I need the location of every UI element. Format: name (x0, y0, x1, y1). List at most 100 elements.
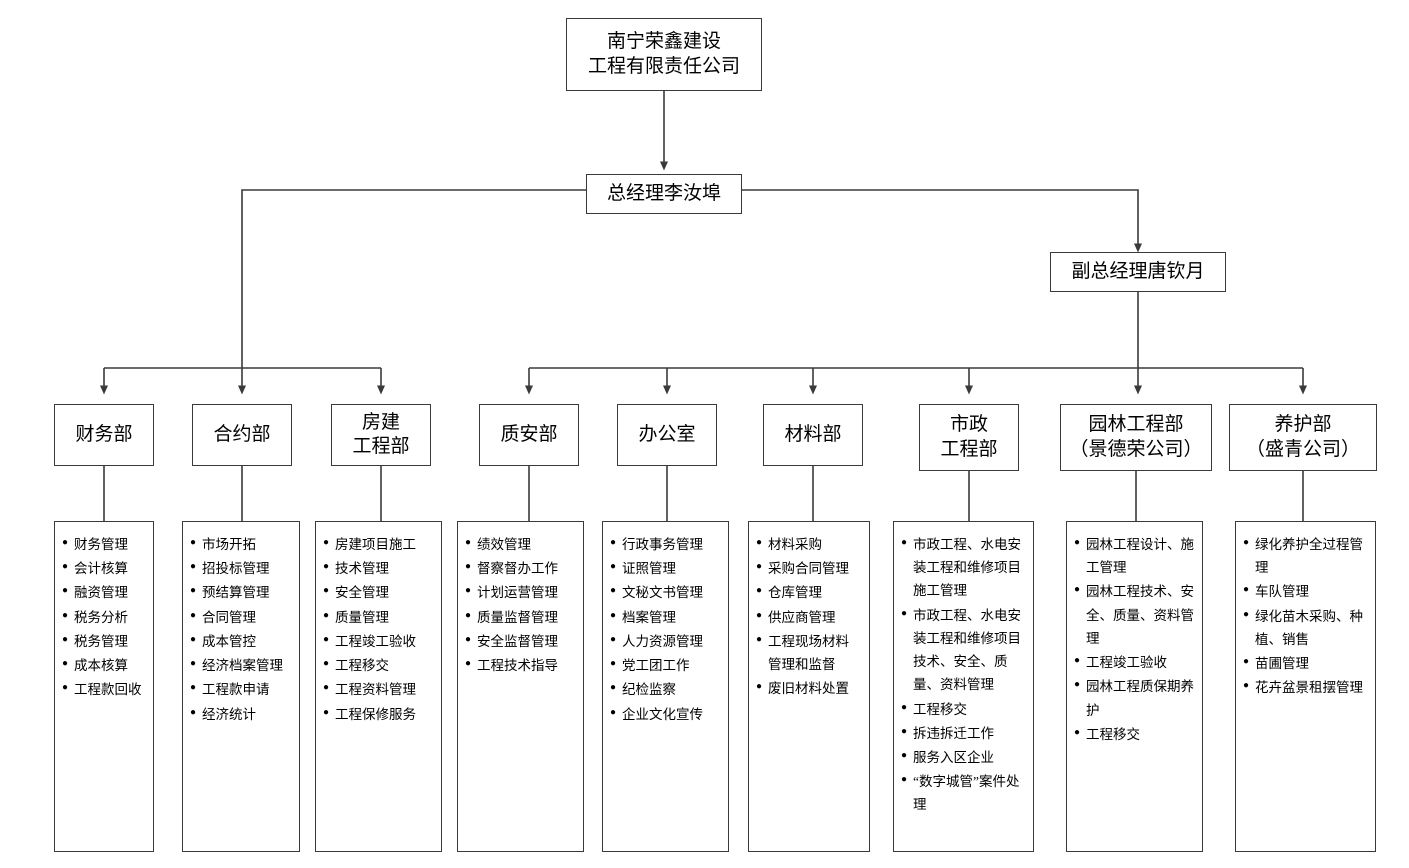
duty-item: ●采购合同管理 (756, 557, 862, 580)
duty-item: ●工程保修服务 (323, 703, 434, 726)
bullet-icon: ● (190, 537, 197, 548)
bullet-icon: ● (62, 658, 69, 670)
duties-box-quality-safety[interactable]: ●绩效管理 ●督察督办工作 ●计划运营管理 ●质量监督管理 ●安全监督管理 ●工… (457, 521, 584, 852)
duty-item: ●花卉盆景租摆管理 (1243, 676, 1368, 699)
duties-box-municipal-engineering[interactable]: ●市政工程、水电安装工程和维修项目施工管理 ●市政工程、水电安装工程和维修项目技… (893, 521, 1034, 852)
node-department-materials[interactable]: 材料部 (763, 404, 863, 466)
bullet-icon: ● (323, 537, 330, 548)
duty-item: ●服务入区企业 (901, 746, 1026, 769)
bullet-icon: ● (62, 585, 69, 597)
duty-item: ●工程资料管理 (323, 678, 434, 701)
duty-item: ●经济统计 (190, 703, 292, 726)
department-title-line: 合约部 (213, 423, 271, 445)
bullet-icon: ● (901, 537, 908, 548)
bullet-icon: ● (1243, 608, 1250, 620)
duty-item: ●财务管理 (62, 533, 146, 556)
node-department-municipal-engineering[interactable]: 市政 工程部 (919, 404, 1019, 471)
node-deputy-general-manager[interactable]: 副总经理唐钦月 (1050, 252, 1226, 292)
duty-item: ●市政工程、水电安装工程和维修项目施工管理 (901, 533, 1026, 603)
company-name-line-2: 工程有限责任公司 (587, 55, 740, 77)
bullet-icon: ● (465, 537, 472, 548)
bullet-icon: ● (190, 706, 197, 718)
duty-item: ●质量监督管理 (465, 606, 576, 629)
node-department-finance[interactable]: 财务部 (54, 404, 154, 466)
duty-item: ●苗圃管理 (1243, 652, 1368, 675)
general-manager-label: 总经理李汝埠 (606, 182, 721, 204)
bullet-icon: ● (190, 561, 197, 573)
duty-item: ●证照管理 (610, 557, 721, 580)
duty-item: ●市政工程、水电安装工程和维修项目技术、安全、质量、资料管理 (901, 604, 1026, 697)
duties-list: ●园林工程设计、施工管理 ●园林工程技术、安全、质量、资料管理 ●工程竣工验收 … (1074, 533, 1195, 746)
duty-item: ●工程移交 (323, 654, 434, 677)
department-title-line: 工程部 (352, 436, 410, 457)
duties-box-maintenance[interactable]: ●绿化养护全过程管理 ●车队管理 ●绿化苗木采购、种植、销售 ●苗圃管理 ●花卉… (1235, 521, 1376, 852)
bullet-icon: ● (190, 585, 197, 597)
duties-list: ●绩效管理 ●督察督办工作 ●计划运营管理 ●质量监督管理 ●安全监督管理 ●工… (465, 533, 576, 677)
duty-item: ●招投标管理 (190, 557, 292, 580)
duties-list: ●市场开拓 ●招投标管理 ●预结算管理 ●合同管理 ●成本管控 ●经济档案管理 … (190, 533, 292, 726)
duties-box-materials[interactable]: ●材料采购 ●采购合同管理 ●仓库管理 ●供应商管理 ●工程现场材料管理和监督 … (748, 521, 870, 852)
bullet-icon: ● (756, 585, 763, 597)
duty-item: ●预结算管理 (190, 581, 292, 604)
duty-item: ●仓库管理 (756, 581, 862, 604)
bullet-icon: ● (323, 706, 330, 718)
deputy-general-manager-label: 副总经理唐钦月 (1071, 260, 1205, 282)
department-title-line: 园林工程部 (1088, 414, 1184, 436)
bullet-icon: ● (1243, 584, 1250, 596)
node-department-building-engineering[interactable]: 房建 工程部 (331, 404, 431, 466)
duty-item: ●融资管理 (62, 581, 146, 604)
duty-item: ●税务分析 (62, 606, 146, 629)
bullet-icon: ● (756, 609, 763, 621)
bullet-icon: ● (756, 561, 763, 573)
bullet-icon: ● (610, 682, 617, 694)
company-name-line-1: 南宁荣鑫建设 (606, 31, 721, 53)
department-title-line: 质安部 (500, 423, 558, 445)
node-company-root[interactable]: 南宁荣鑫建设 工程有限责任公司 (566, 18, 762, 91)
bullet-icon: ● (465, 633, 472, 645)
bullet-icon: ● (610, 585, 617, 597)
duty-item: ●拆违拆迁工作 (901, 722, 1026, 745)
duties-list: ●行政事务管理 ●证照管理 ●文秘文书管理 ●档案管理 ●人力资源管理 ●党工团… (610, 533, 721, 726)
bullet-icon: ● (62, 537, 69, 548)
duty-item: ●工程移交 (901, 698, 1026, 721)
duty-item: ●党工团工作 (610, 654, 721, 677)
node-department-office[interactable]: 办公室 (617, 404, 717, 466)
bullet-icon: ● (62, 609, 69, 621)
bullet-icon: ● (190, 609, 197, 621)
duties-box-contract[interactable]: ●市场开拓 ●招投标管理 ●预结算管理 ●合同管理 ●成本管控 ●经济档案管理 … (182, 521, 300, 852)
duty-item: ●经济档案管理 (190, 654, 292, 677)
bullet-icon: ● (756, 537, 763, 548)
duty-item: ●合同管理 (190, 606, 292, 629)
duties-box-office[interactable]: ●行政事务管理 ●证照管理 ●文秘文书管理 ●档案管理 ●人力资源管理 ●党工团… (602, 521, 729, 852)
department-title-line: 市政 (949, 414, 988, 436)
duty-item: ●车队管理 (1243, 580, 1368, 603)
bullet-icon: ● (323, 682, 330, 694)
duty-item: ●工程移交 (1074, 723, 1195, 746)
duties-box-building-engineering[interactable]: ●房建项目施工 ●技术管理 ●安全管理 ●质量管理 ●工程竣工验收 ●工程移交 … (315, 521, 442, 852)
node-department-contract[interactable]: 合约部 (192, 404, 292, 466)
department-title-line: 办公室 (638, 423, 696, 445)
duties-box-landscape-engineering[interactable]: ●园林工程设计、施工管理 ●园林工程技术、安全、质量、资料管理 ●工程竣工验收 … (1066, 521, 1203, 852)
bullet-icon: ● (610, 658, 617, 670)
bullet-icon: ● (610, 561, 617, 573)
node-department-maintenance[interactable]: 养护部 （盛青公司） (1229, 404, 1377, 471)
duty-item: ●税务管理 (62, 630, 146, 653)
bullet-icon: ● (190, 658, 197, 670)
duty-item: ●材料采购 (756, 533, 862, 556)
bullet-icon: ● (465, 609, 472, 621)
bullet-icon: ● (756, 633, 763, 645)
duties-list: ●财务管理 ●会计核算 ●融资管理 ●税务分析 ●税务管理 ●成本核算 ●工程款… (62, 533, 146, 702)
duty-item: ●园林工程质保期养护 (1074, 675, 1195, 721)
duty-item: ●档案管理 (610, 606, 721, 629)
duty-item: ●行政事务管理 (610, 533, 721, 556)
duties-box-finance[interactable]: ●财务管理 ●会计核算 ●融资管理 ●税务分析 ●税务管理 ●成本核算 ●工程款… (54, 521, 154, 852)
node-department-quality-safety[interactable]: 质安部 (479, 404, 579, 466)
bullet-icon: ● (62, 561, 69, 573)
department-title-line: （盛青公司） (1245, 438, 1360, 460)
node-general-manager[interactable]: 总经理李汝埠 (586, 174, 742, 214)
bullet-icon: ● (901, 725, 908, 737)
bullet-icon: ● (62, 633, 69, 645)
node-department-landscape-engineering[interactable]: 园林工程部 （景德荣公司） (1060, 404, 1212, 471)
bullet-icon: ● (465, 585, 472, 597)
bullet-icon: ● (610, 633, 617, 645)
